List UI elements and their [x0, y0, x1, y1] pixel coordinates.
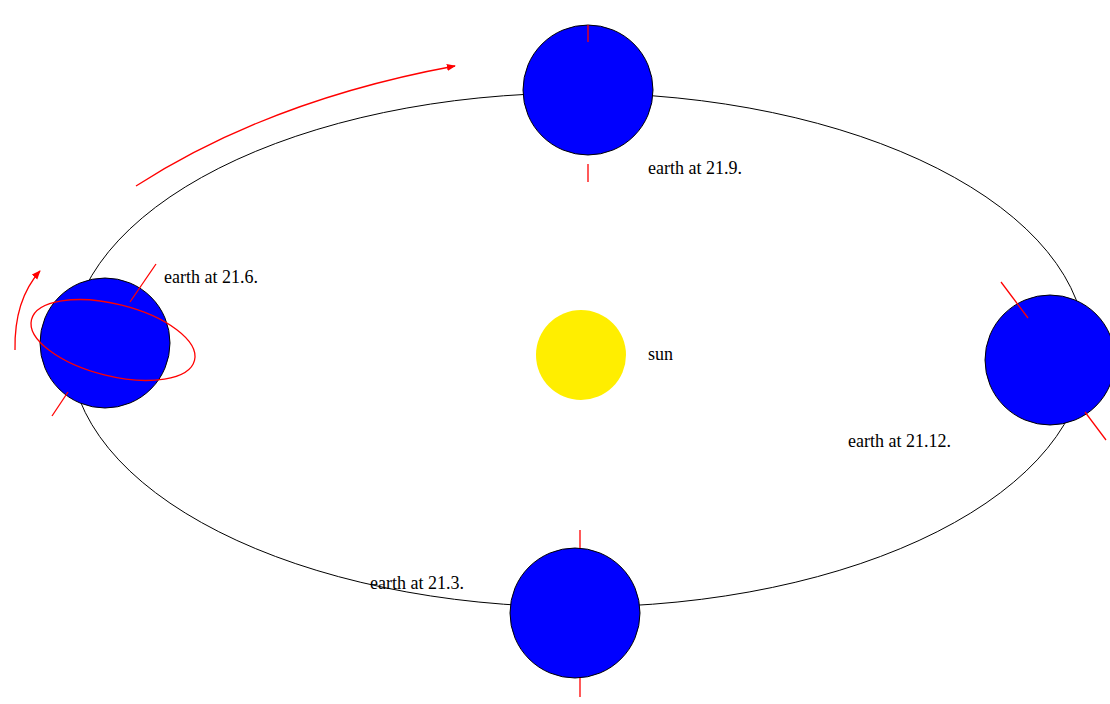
- rotation-arrow: [15, 271, 40, 350]
- earth-axis: [1001, 282, 1028, 318]
- earth-axis: [130, 264, 156, 302]
- earth-disc: [40, 278, 170, 408]
- orbit-ellipse: [70, 93, 1086, 607]
- sun-label: sun: [648, 343, 673, 365]
- season-label: earth at 21.6.: [164, 266, 258, 288]
- earth-axis: [1085, 412, 1106, 440]
- earth-disc: [523, 25, 653, 155]
- earth-axis: [52, 392, 68, 416]
- season-label: earth at 21.12.: [848, 430, 951, 452]
- earth-axis: [579, 530, 580, 548]
- season-label: earth at 21.3.: [370, 572, 464, 594]
- earth-axis: [587, 164, 588, 182]
- rotation-ring: [23, 285, 203, 396]
- sun-disc: [536, 310, 626, 400]
- season-label: earth at 21.9.: [648, 157, 742, 179]
- earth-disc: [985, 295, 1110, 425]
- earth-axis: [579, 678, 580, 697]
- earth-axis: [587, 25, 588, 42]
- orbit-direction-arrow: [136, 66, 455, 186]
- earth-disc: [510, 548, 640, 678]
